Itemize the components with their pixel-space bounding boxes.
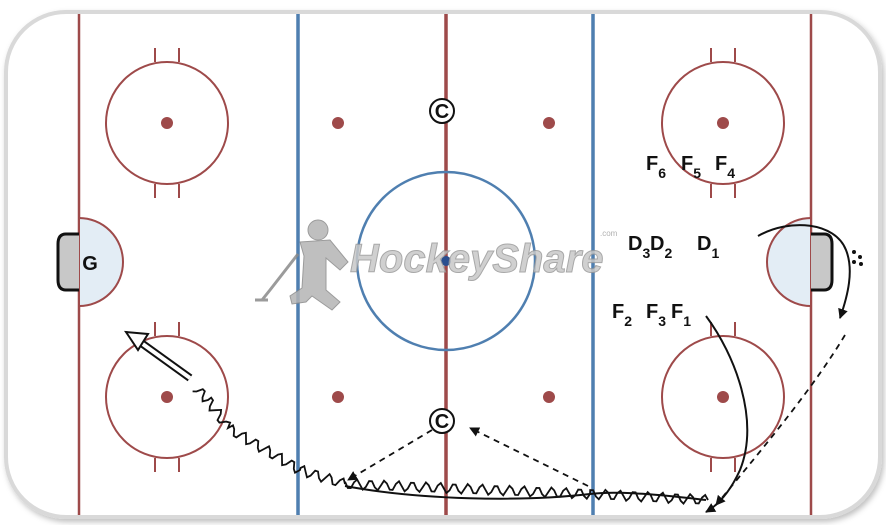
player-f2: F2 [612,301,632,329]
pass-path-from-coach [347,429,433,481]
coach-top: C [429,98,455,124]
player-letter: F [681,153,693,175]
player-d3: D3 [628,233,650,261]
player-number: 1 [683,313,691,329]
player-letter: F [646,301,658,323]
left-net [56,232,79,292]
player-number: 3 [658,313,666,329]
goalie-label: G [82,253,98,275]
center-ice-circle [355,170,537,352]
neutral-zone-dot [332,391,344,403]
player-number: 1 [711,245,719,261]
coach-label: C [435,411,449,433]
puck-dots-icon [852,250,863,266]
coach-bottom: C [429,408,455,434]
faceoff-circle-left-top [105,48,229,198]
player-number: 5 [693,165,701,181]
player-letter: D [628,233,642,255]
player-letter: F [612,301,624,323]
player-d2: D2 [650,233,672,261]
player-f6: F6 [646,153,666,181]
player-letter: F [715,153,727,175]
shot-arrow [124,330,193,382]
drill-paths [124,224,863,513]
left-goal-crease [78,216,124,308]
right-goal-crease [766,216,812,308]
player-f3: F3 [646,301,666,329]
faceoff-circle-right-bottom [661,322,785,472]
player-f4: F4 [715,153,735,181]
player-letter: F [671,301,683,323]
player-number: 3 [642,245,650,261]
player-f5: F5 [681,153,701,181]
player-letter: D [697,233,711,255]
player-f1: F1 [671,301,691,329]
faceoff-circle-right-top [661,48,785,198]
skating-with-puck-path [192,388,709,505]
player-number: 4 [727,165,735,181]
player-number: 2 [664,245,672,261]
hockeyshare-watermark: HockeyShare .com [255,219,618,311]
hockey-player-silhouette-icon [255,219,349,311]
player-letter: D [650,233,664,255]
neutral-zone-dot [332,117,344,129]
skating-path-bottom [344,485,707,501]
center-ice-dot [441,256,451,266]
coach-label: C [435,101,449,123]
player-number: 6 [658,165,666,181]
watermark-text: HockeyShare [350,237,603,281]
player-d1: D1 [697,233,719,261]
player-number: 2 [624,313,632,329]
neutral-zone-dot [543,391,555,403]
skating-path-around-net [757,224,851,319]
right-net [811,232,834,292]
watermark-domain: .com [600,229,618,238]
player-letter: F [646,153,658,175]
neutral-zone-dot [543,117,555,129]
faceoff-circle-left-bottom [105,322,229,472]
